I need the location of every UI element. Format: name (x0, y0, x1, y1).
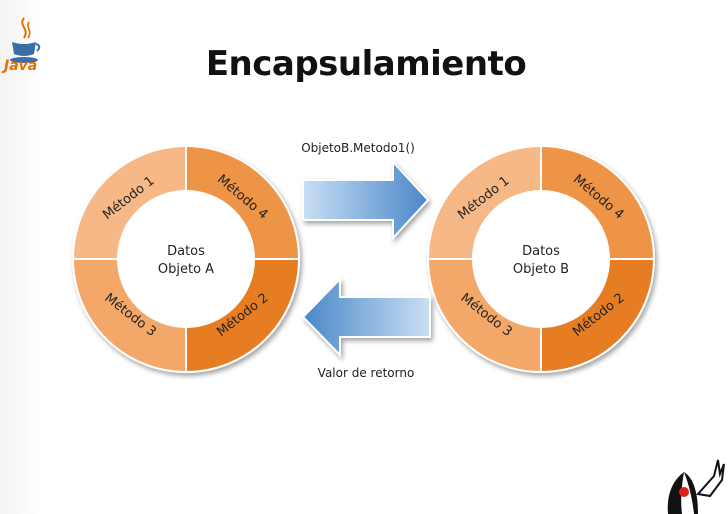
return-arrow (301, 276, 431, 358)
call-arrow-label: ObjetoB.Metodo1() (301, 141, 415, 155)
object-a-name-label: Objeto A (158, 262, 214, 277)
duke-mascot-icon (667, 459, 725, 514)
object-b-data-label: Datos (522, 244, 560, 259)
call-arrow (302, 159, 430, 241)
object-a-data-label: Datos (167, 244, 205, 259)
return-arrow-label: Valor de retorno (318, 366, 415, 380)
object-a-ring (72, 145, 300, 373)
object-b-ring (427, 145, 655, 373)
object-b-name-label: Objeto B (513, 262, 569, 277)
side-strip (0, 0, 42, 514)
page-title: Encapsulamiento (205, 44, 527, 84)
java-cup-icon (10, 17, 41, 63)
java-logo-text: Java (4, 58, 38, 74)
